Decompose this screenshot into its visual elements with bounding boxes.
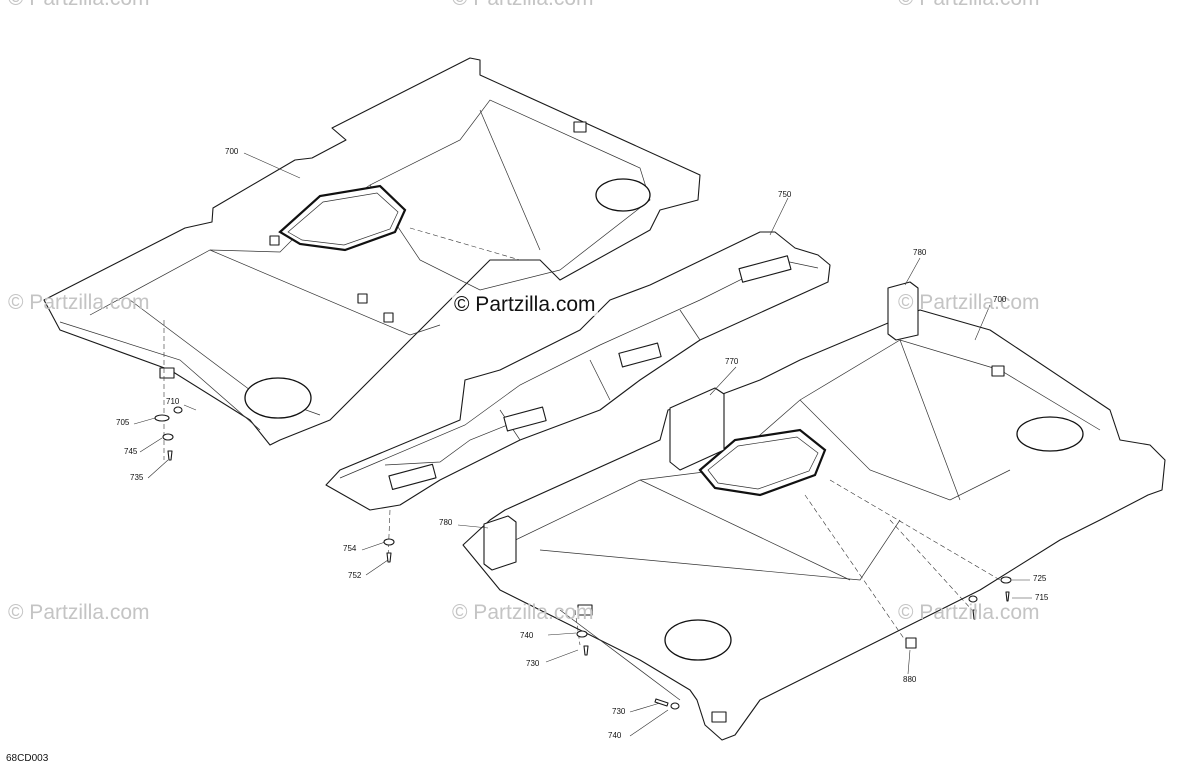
callout-705: 705 [116,418,130,427]
callout-730-bottom: 730 [612,707,626,716]
callout-740-mid: 740 [520,631,534,640]
callout-780-left: 780 [439,518,453,527]
callout-710: 710 [166,397,180,406]
callout-700-left: 700 [225,147,239,156]
callout-780-top: 780 [913,248,927,257]
callout-770: 770 [725,357,739,366]
callout-750: 750 [778,190,792,199]
watermark-faded: © Partzilla.com [8,291,150,314]
fasteners [154,406,1012,710]
callout-700-right: 700 [993,295,1007,304]
right-floor-panel [462,281,1166,741]
watermark-faded: © Partzilla.com [898,291,1040,314]
callout-735: 735 [130,473,144,482]
watermark-faded: © Partzilla.com [452,0,594,9]
watermark-faded: © Partzilla.com [898,601,1040,624]
watermark-main: © Partzilla.com [452,293,598,317]
callout-752: 752 [348,571,362,580]
callout-730-mid: 730 [526,659,540,668]
left-floor-panel [43,57,701,446]
callout-715: 715 [1035,593,1049,602]
center-console-tray [325,231,831,511]
callout-754: 754 [343,544,357,553]
callout-745: 745 [124,447,138,456]
watermark-faded: © Partzilla.com [8,601,150,624]
callout-880: 880 [903,675,917,684]
drawing-reference-code: 68CD003 [6,753,49,764]
callout-725: 725 [1033,574,1047,583]
watermark-faded: © Partzilla.com [8,0,150,9]
watermark-faded: © Partzilla.com [898,0,1040,9]
callout-740-bottom: 740 [608,731,622,740]
watermark-faded: © Partzilla.com [452,601,594,624]
